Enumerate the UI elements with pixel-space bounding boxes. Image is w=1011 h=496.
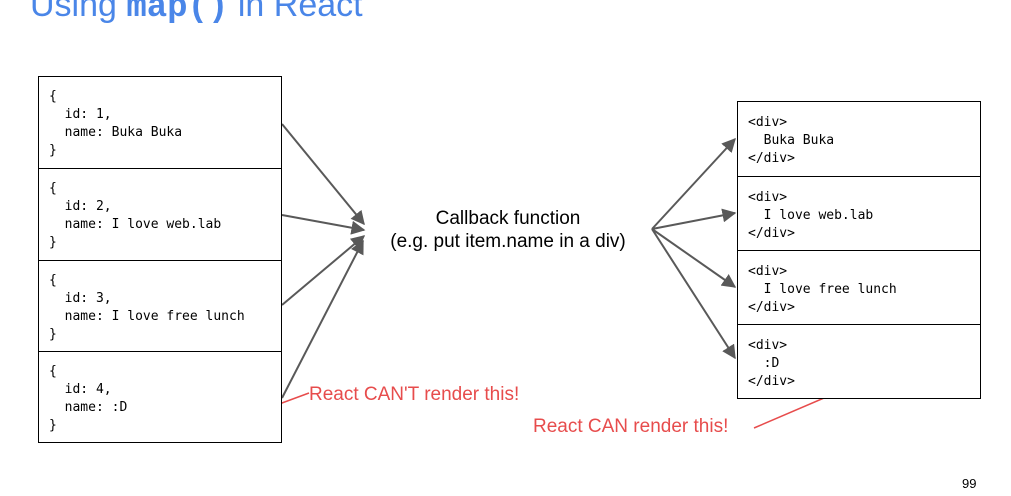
arrow-callback-to-output1	[651, 137, 736, 230]
input-items-list: { id: 1, name: Buka Buka } { id: 2, name…	[38, 76, 282, 443]
can-render-note: React CAN render this!	[533, 416, 729, 437]
callback-line-1: Callback function	[435, 208, 581, 229]
output-div-3: <div> I love free lunch </div>	[738, 250, 980, 324]
input-item-1: { id: 1, name: Buka Buka }	[49, 89, 183, 158]
page-number: 99	[962, 476, 977, 491]
arrow-item2-to-callback	[281, 214, 366, 235]
arrow-item4-to-callback	[281, 239, 364, 399]
callback-label: Callback function (e.g. put item.name in…	[370, 207, 646, 253]
cant-render-note: React CAN'T render this!	[309, 384, 520, 405]
slide-title: Using map() in React	[30, 0, 363, 27]
arrow-item3-to-callback	[281, 235, 366, 306]
output-div-2: <div> I love web.lab </div>	[738, 176, 980, 250]
output-div-1: <div> Buka Buka </div>	[748, 115, 835, 166]
input-item-4: { id: 4, name: :D }	[39, 350, 281, 442]
arrow-callback-to-output2	[651, 208, 737, 230]
input-item-2: { id: 2, name: I love web.lab }	[39, 168, 281, 259]
output-divs-list: <div> Buka Buka </div> <div> I love web.…	[737, 101, 981, 399]
arrow-callback-to-output3	[651, 228, 737, 288]
title-suffix: in React	[228, 0, 363, 24]
output-div-4: <div> :D </div>	[738, 324, 980, 398]
callback-line-2: (e.g. put item.name in a div)	[390, 231, 626, 252]
title-code: map()	[126, 0, 229, 27]
input-item-3: { id: 3, name: I love free lunch }	[39, 259, 281, 351]
arrow-item1-to-callback	[281, 123, 365, 226]
title-prefix: Using	[30, 0, 127, 24]
arrow-callback-to-output4	[651, 228, 736, 360]
